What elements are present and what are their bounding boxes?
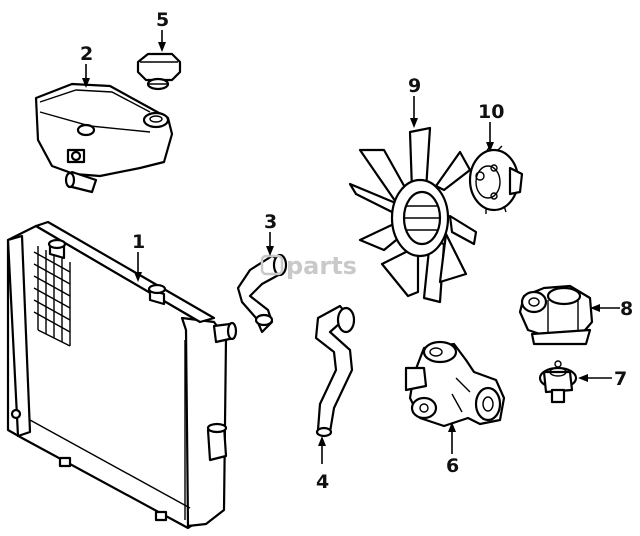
thermostat — [538, 360, 578, 404]
callout-3: 3 — [264, 211, 277, 233]
callout-5: 5 — [156, 9, 169, 31]
callout-1: 1 — [132, 231, 145, 253]
thermostat-housing — [518, 284, 594, 346]
fan-blade — [348, 126, 478, 304]
callout-8: 8 — [620, 298, 633, 320]
callout-7: 7 — [614, 368, 627, 390]
water-pump — [404, 340, 506, 428]
radiator — [6, 220, 238, 530]
callout-2: 2 — [80, 43, 93, 65]
callout-10: 10 — [478, 101, 504, 123]
callout-9: 9 — [408, 75, 421, 97]
watermark-text: parts — [286, 252, 357, 280]
fan-clutch — [468, 145, 524, 214]
callout-4: 4 — [316, 471, 329, 493]
expansion-tank — [34, 82, 174, 194]
callout-6: 6 — [446, 455, 459, 477]
watermark: parts — [260, 252, 357, 280]
tank-cap — [136, 52, 182, 91]
callout-leaders — [82, 30, 620, 464]
watermark-badge — [260, 254, 284, 276]
lower-hose — [314, 304, 356, 438]
callout-labels: 1 2 3 4 5 6 7 8 9 10 — [80, 9, 633, 493]
